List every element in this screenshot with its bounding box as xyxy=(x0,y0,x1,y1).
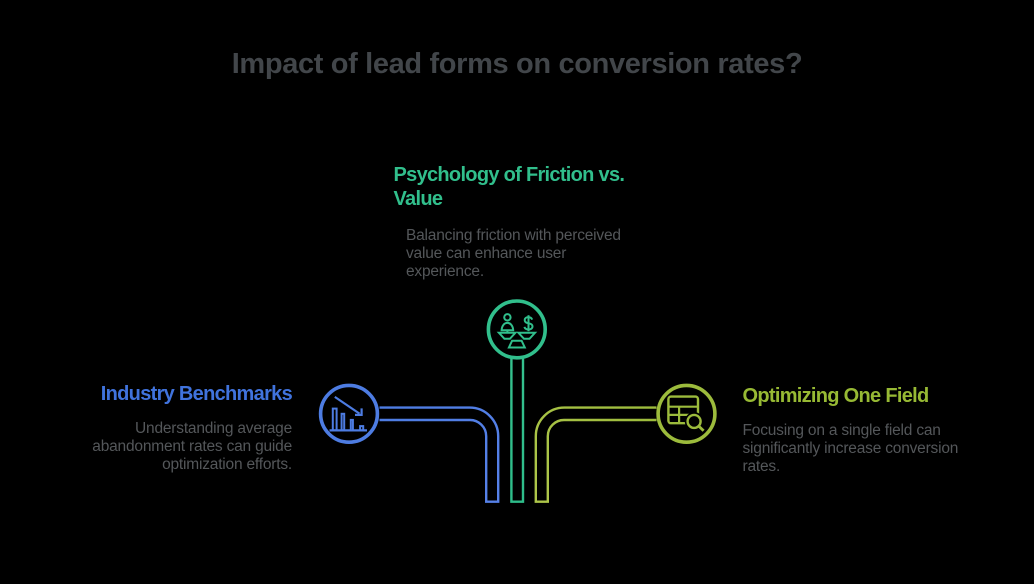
connector-tube-psychology xyxy=(510,357,525,503)
dollar-sign-glyph xyxy=(523,315,534,332)
heading-psychology-line1: Psychology of Friction vs. xyxy=(393,163,625,186)
heading-psychology: Psychology of Friction vs. Value xyxy=(394,163,625,212)
description-psychology: Balancing friction with perceived value … xyxy=(406,226,621,280)
heading-psychology-line2: Value xyxy=(393,188,443,210)
connector-tube-benchmarks xyxy=(379,406,500,503)
node-circle-psychology xyxy=(486,299,547,360)
balance-person-vs-dollar-icon xyxy=(496,313,538,349)
heading-optimizing: Optimizing One Field xyxy=(742,384,930,407)
table-search-icon xyxy=(667,395,705,432)
node-circle-optimizing xyxy=(656,383,717,444)
node-circle-benchmarks xyxy=(318,383,380,444)
magnifier-lens xyxy=(686,413,702,430)
page-title: Impact of lead forms on conversion rates… xyxy=(231,48,803,80)
description-optimizing: Focusing on a single field can significa… xyxy=(742,422,959,475)
declining-bar-chart-icon xyxy=(329,395,367,432)
heading-benchmarks: Industry Benchmarks xyxy=(100,383,293,406)
connector-tube-optimizing xyxy=(534,406,657,503)
description-benchmarks: Understanding average abandonment rates … xyxy=(92,419,292,473)
